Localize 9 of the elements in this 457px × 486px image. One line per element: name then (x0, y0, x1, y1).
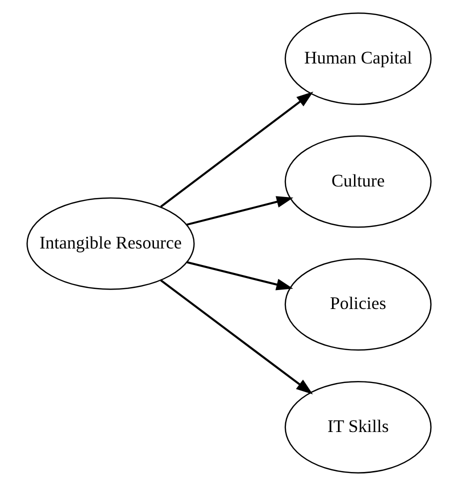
node-ellipse: Intangible Resource (26, 197, 194, 290)
node-ellipse: Human Capital (284, 12, 432, 105)
node-ellipse: Culture (284, 135, 432, 228)
node-ellipse: IT Skills (284, 381, 432, 474)
arrow (160, 92, 313, 208)
arrow (186, 196, 293, 226)
arrow (186, 261, 293, 290)
node-ellipse: Policies (284, 258, 432, 351)
arrow (160, 280, 312, 394)
